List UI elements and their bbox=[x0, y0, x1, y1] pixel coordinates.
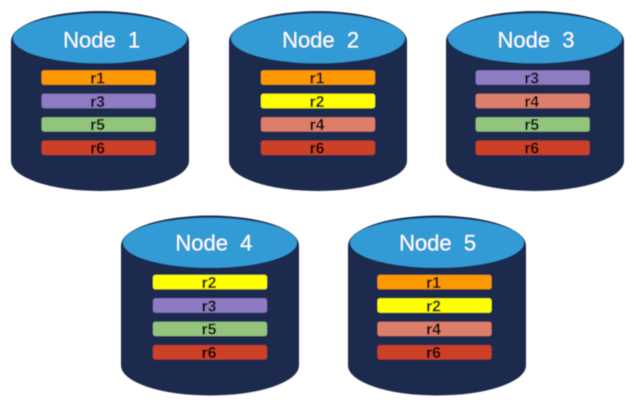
svg-text:Node 5: Node 5 bbox=[399, 230, 476, 255]
svg-text:r3: r3 bbox=[524, 70, 539, 87]
svg-text:r5: r5 bbox=[202, 322, 217, 339]
svg-text:r4: r4 bbox=[310, 117, 325, 134]
svg-text:r1: r1 bbox=[310, 70, 325, 87]
svg-text:r3: r3 bbox=[90, 94, 105, 111]
svg-text:r6: r6 bbox=[90, 141, 105, 158]
svg-text:r2: r2 bbox=[202, 275, 217, 292]
svg-text:r1: r1 bbox=[90, 70, 105, 87]
svg-text:r5: r5 bbox=[524, 117, 539, 134]
svg-text:r4: r4 bbox=[426, 322, 441, 339]
svg-text:r2: r2 bbox=[426, 298, 441, 315]
svg-text:r3: r3 bbox=[202, 298, 217, 315]
svg-text:r2: r2 bbox=[310, 94, 325, 111]
svg-text:r1: r1 bbox=[426, 275, 441, 292]
svg-text:Node 4: Node 4 bbox=[175, 230, 252, 255]
svg-text:r6: r6 bbox=[524, 141, 539, 158]
svg-text:Node 2: Node 2 bbox=[282, 28, 359, 53]
svg-text:r6: r6 bbox=[426, 345, 441, 362]
svg-text:r5: r5 bbox=[90, 117, 105, 134]
svg-text:r6: r6 bbox=[202, 345, 217, 362]
svg-text:Node 3: Node 3 bbox=[497, 28, 574, 53]
svg-text:r4: r4 bbox=[524, 94, 539, 111]
svg-text:r6: r6 bbox=[310, 141, 325, 158]
svg-text:Node 1: Node 1 bbox=[63, 28, 140, 53]
